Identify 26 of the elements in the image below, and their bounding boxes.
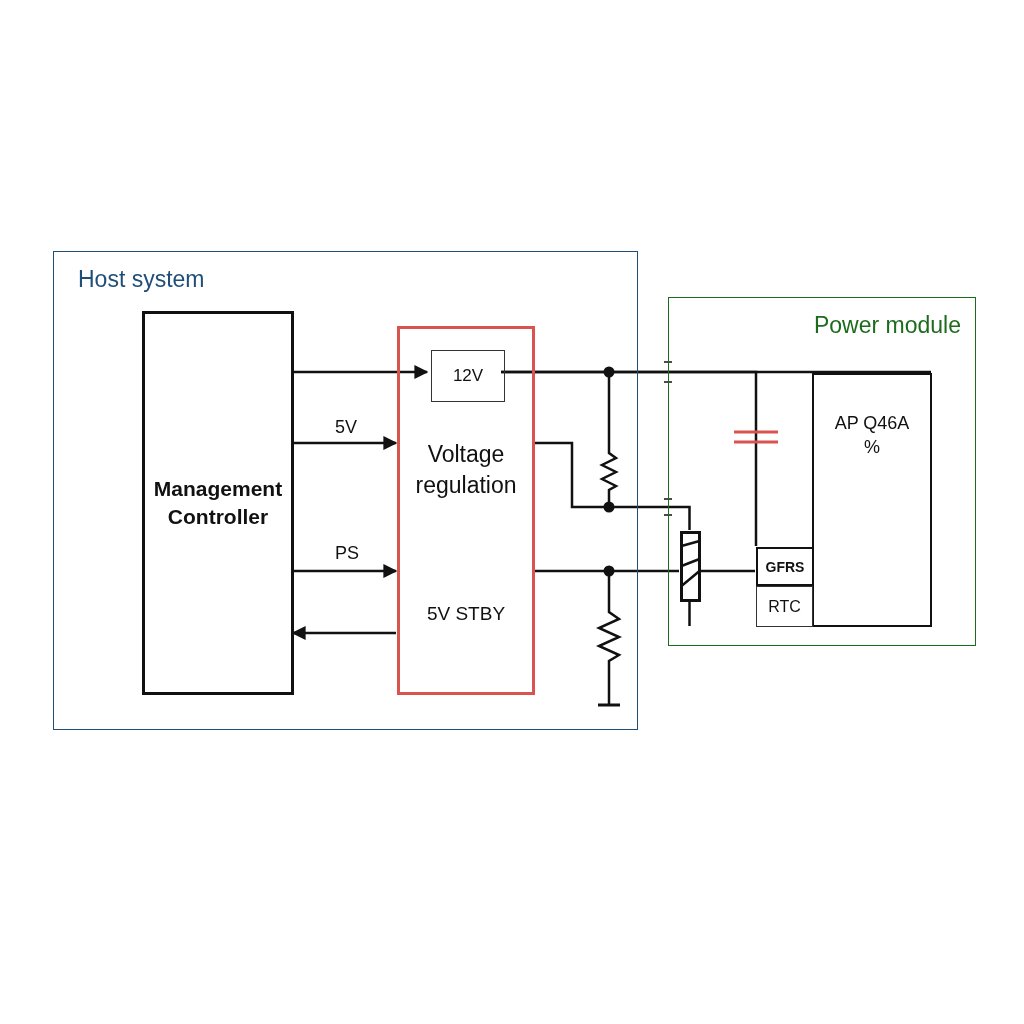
rail-block [431,350,505,402]
block-label: Voltage regulation [414,440,518,501]
group-title: Power module [813,312,961,339]
group-title: Host system [78,266,205,293]
arrow [293,564,398,578]
wire [501,370,758,546]
regulator-block [397,326,535,695]
block-label: RTC [768,596,801,617]
controller-block [142,311,294,695]
arrow [293,436,398,450]
wire [534,569,679,573]
wire [534,441,691,530]
block-label: AP Q46A % [833,412,911,460]
block-label: Management Controller [152,475,284,530]
pin-block [756,547,814,586]
pin-block [756,586,813,627]
arrow [293,365,429,379]
block-label: GFRS [765,557,805,576]
arrow [291,626,396,640]
block-label: 12V [452,364,484,387]
module-boundary [668,297,976,646]
system-boundary [53,251,638,730]
block-sublabel: 5V STBY [425,602,507,626]
wire [700,569,755,573]
varistor-symbol [680,531,701,602]
device-block [812,373,932,627]
